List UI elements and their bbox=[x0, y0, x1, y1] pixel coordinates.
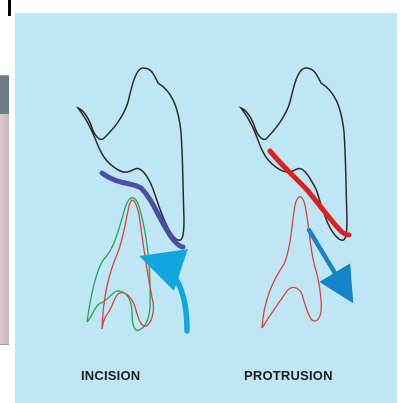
incision-upper-tooth-outline bbox=[78, 68, 184, 240]
incision-red-path bbox=[102, 200, 153, 329]
protrusion-label: PROTRUSION bbox=[244, 368, 333, 383]
incision-green-path bbox=[87, 198, 150, 331]
protrusion-view bbox=[241, 68, 349, 328]
incision-view bbox=[78, 68, 187, 331]
protrusion-red-path bbox=[262, 197, 321, 328]
incision-arrow bbox=[160, 263, 187, 331]
protrusion-contact-path bbox=[270, 151, 349, 235]
incision-label: INCISION bbox=[81, 368, 140, 383]
